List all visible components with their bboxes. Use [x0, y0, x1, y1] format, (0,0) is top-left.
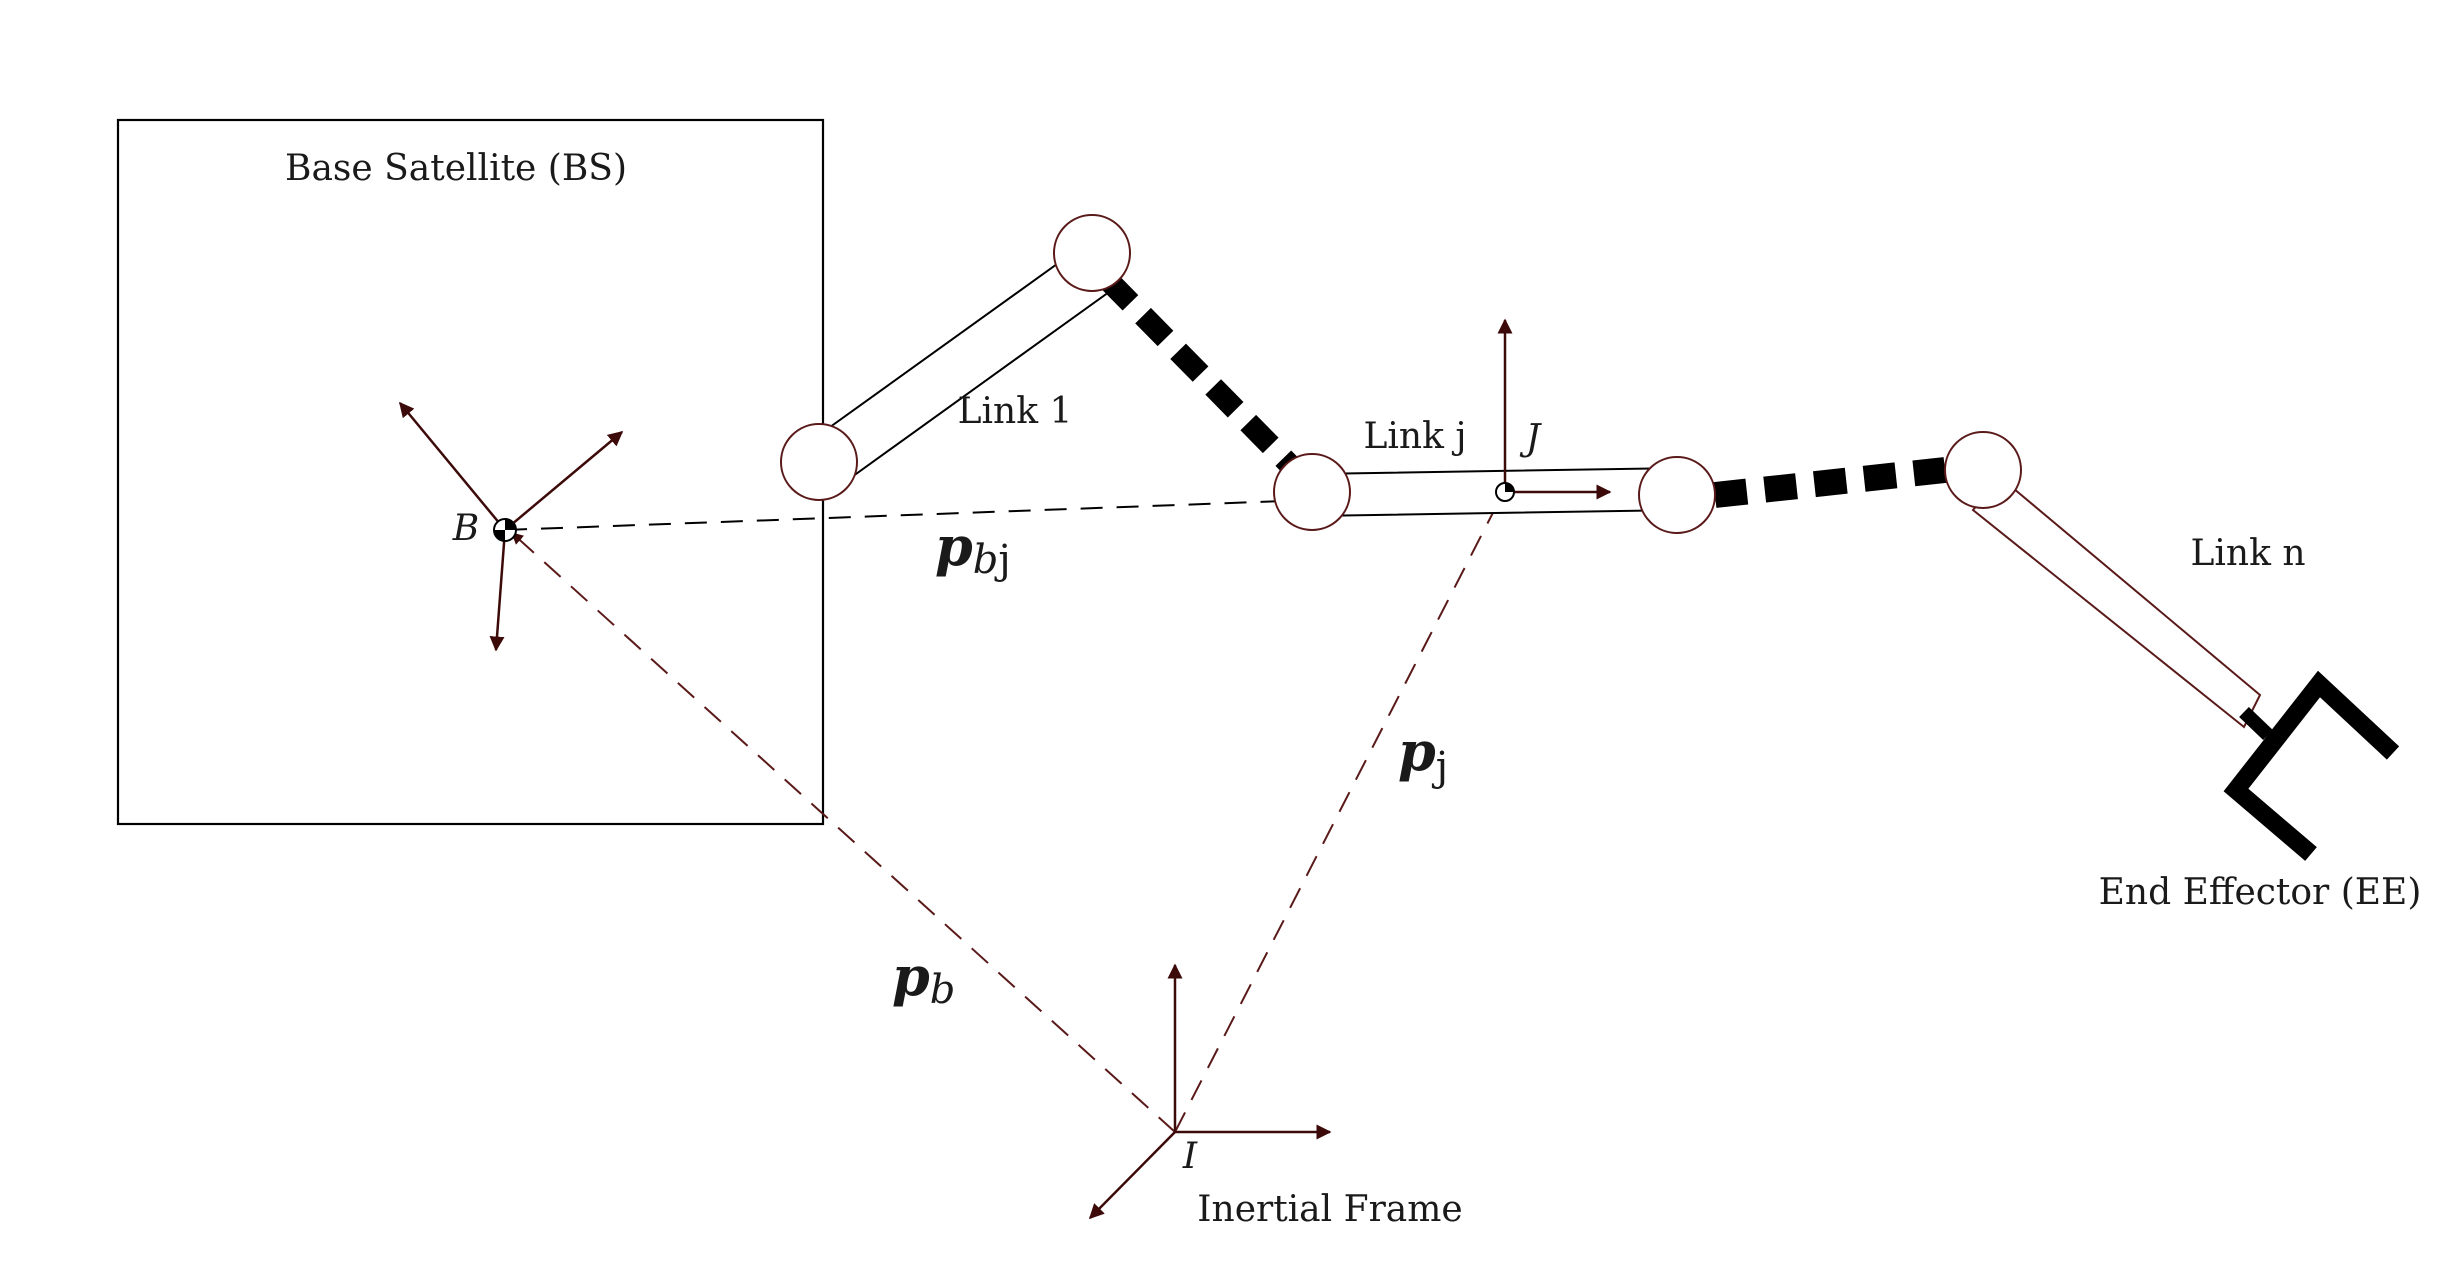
end-effector-label: End Effector (EE)	[2099, 872, 2422, 913]
base-center-of-mass-icon	[493, 518, 517, 542]
link-n-body	[1971, 476, 2262, 729]
joint-j-end	[1638, 456, 1716, 534]
vector-p-b-label: pb	[892, 944, 955, 1013]
vector-p-bj-label: pbj	[935, 514, 1011, 583]
link-n-label: Link n	[2190, 533, 2305, 574]
base-frame-label: B	[452, 508, 479, 549]
joint-n-start	[1944, 431, 2022, 509]
vector-p-j-label: pj	[1398, 719, 1448, 790]
link-j-frame-label: J	[1519, 418, 1543, 459]
link-j-center-of-mass-icon	[1495, 482, 1515, 502]
vector-p-b-line	[511, 532, 1176, 1133]
inertial-frame-symbol: I	[1182, 1136, 1198, 1177]
base-frame-axes	[399, 401, 624, 652]
joint-1	[780, 423, 858, 501]
joint-2	[1053, 214, 1131, 292]
vector-p-j-line	[1174, 497, 1501, 1133]
joint-j-start	[1273, 453, 1351, 531]
link-chain-connector-2	[1713, 457, 1947, 508]
link-1-label: Link 1	[958, 391, 1073, 432]
inertial-frame-axes	[1088, 963, 1332, 1220]
inertial-frame-label: Inertial Frame	[1197, 1189, 1462, 1230]
link-chain-connector-1	[1100, 272, 1298, 473]
end-effector-gripper-icon	[2223, 670, 2400, 861]
link-j-label: Link j	[1363, 416, 1466, 457]
base-satellite-label: Base Satellite (BS)	[285, 148, 627, 189]
link-j-frame-axes	[1497, 318, 1612, 500]
